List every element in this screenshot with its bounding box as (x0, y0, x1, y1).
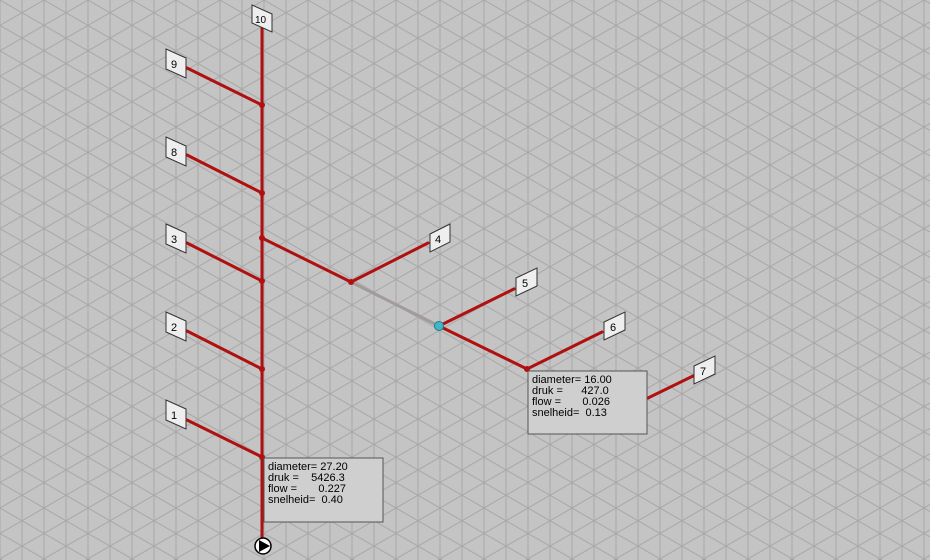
pipe-to-6-7-junction[interactable] (437, 324, 529, 371)
info-line-snelheid: snelheid= 0.40 (268, 494, 343, 506)
info-line-diameter: diameter= 27.20 (268, 461, 348, 473)
node-label-6[interactable]: 6 (603, 311, 626, 341)
info-box-branch: diameter= 16.00 druk = 427.0 flow = 0.02… (527, 370, 648, 435)
junction-dot[interactable] (259, 102, 265, 108)
node-label-text: 3 (171, 234, 177, 246)
junction-dot[interactable] (259, 278, 265, 284)
node-label-5[interactable]: 5 (515, 267, 538, 297)
pipe-branch-3[interactable] (185, 241, 264, 283)
node-label-text: 1 (171, 410, 177, 422)
pipe-branch-2[interactable] (185, 329, 264, 371)
info-line-druk: druk = 427.0 (532, 385, 609, 397)
pipe-selected-segment[interactable] (350, 280, 440, 328)
node-label-text: 10 (255, 15, 267, 26)
node-label-9[interactable]: 9 (165, 48, 187, 79)
pipe-branch-5[interactable] (437, 287, 516, 328)
junction-dot[interactable] (259, 190, 265, 196)
junction-dot[interactable] (348, 279, 354, 285)
node-label-3[interactable]: 3 (165, 223, 187, 254)
node-label-4[interactable]: 4 (429, 223, 451, 253)
node-label-10[interactable]: 10 (251, 4, 273, 33)
pipe-branch-4[interactable] (349, 241, 430, 284)
info-line-flow: flow = 0.227 (268, 483, 346, 495)
pump-icon[interactable] (254, 537, 272, 555)
node-label-text: 6 (610, 322, 616, 334)
node-label-1[interactable]: 1 (165, 399, 187, 430)
node-label-7[interactable]: 7 (693, 355, 716, 385)
info-line-snelheid: snelheid= 0.13 (532, 407, 607, 419)
pipe-branch-to-4-5[interactable] (260, 236, 353, 284)
node-label-text: 7 (700, 366, 706, 378)
node-label-text: 5 (522, 278, 528, 290)
selected-junction-icon[interactable] (434, 321, 444, 331)
pipe-branch-9[interactable] (185, 66, 264, 107)
junction-dot[interactable] (259, 366, 265, 372)
pipe-branch-8[interactable] (185, 153, 264, 195)
node-label-text: 4 (435, 234, 441, 246)
info-line-diameter: diameter= 16.00 (532, 374, 612, 386)
pipe-branch-7[interactable] (646, 374, 695, 400)
info-line-flow: flow = 0.026 (532, 396, 610, 408)
node-label-text: 9 (171, 59, 177, 71)
node-label-text: 8 (171, 147, 177, 159)
junction-dot[interactable] (259, 235, 265, 241)
node-label-text: 2 (171, 322, 177, 334)
info-box-main-riser: diameter= 27.20 druk = 5426.3 flow = 0.2… (263, 457, 384, 523)
node-label-8[interactable]: 8 (165, 136, 187, 167)
node-label-2[interactable]: 2 (165, 311, 187, 342)
pipe-branch-6[interactable] (525, 330, 604, 371)
pipe-branch-1[interactable] (185, 418, 264, 459)
info-line-druk: druk = 5426.3 (268, 472, 345, 484)
